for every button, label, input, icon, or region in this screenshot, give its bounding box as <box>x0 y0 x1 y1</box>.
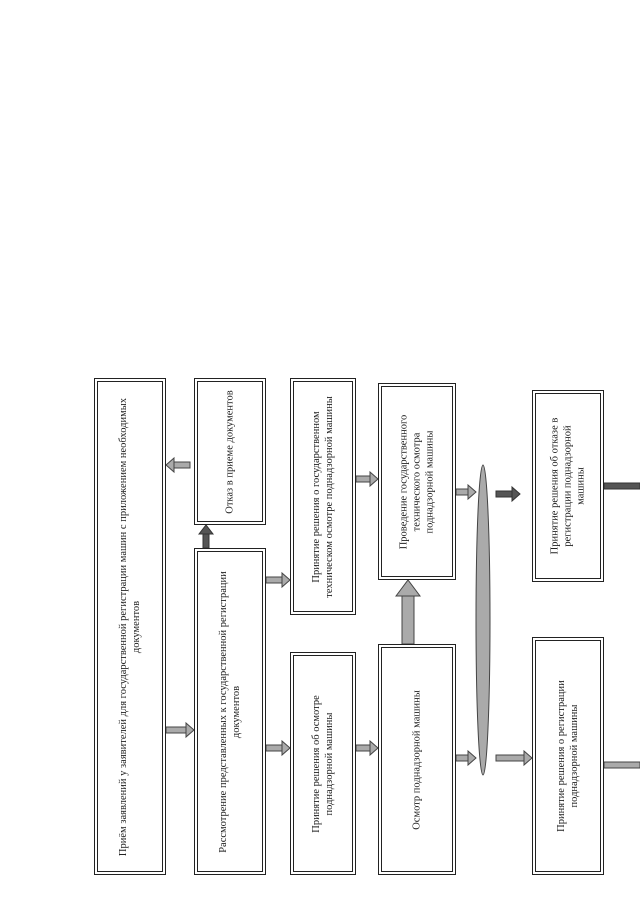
arrow-tech-inspection-to-merge <box>455 483 477 501</box>
arrow-review-to-refuse <box>197 524 215 549</box>
arrow-register-out <box>603 761 640 769</box>
arrow-inspection-to-tech-inspection <box>395 579 421 645</box>
box-decide-tech-inspection: Принятие решения о государственном техни… <box>290 378 356 615</box>
box-refuse-documents: Отказ в приеме документов <box>194 378 266 525</box>
box-submit-applications: Приём заявлений у заявителей для государ… <box>94 378 166 875</box>
arrow-refuse-to-submit <box>165 456 191 474</box>
arrow-inspection-to-merge <box>455 749 477 767</box>
arrow-merge-to-register <box>495 749 533 767</box>
box-inspection-text: Осмотр поднадзорной машины <box>411 689 423 830</box>
arrow-decide-inspection-to-inspection <box>355 739 379 757</box>
box-refuse-documents-text: Отказ в приеме документов <box>224 389 236 514</box>
box-decide-inspection: Принятие решения об осмотре поднадзорной… <box>290 652 356 875</box>
box-review-documents-text: Рассмотрение представленных к государств… <box>218 570 242 853</box>
box-decide-refuse-register: Принятие решения об отказе в регистрации… <box>532 390 604 582</box>
box-decide-inspection-text: Принятие решения об осмотре поднадзорной… <box>311 694 335 833</box>
box-decide-register: Принятие решения о регистрации поднадзор… <box>532 637 604 875</box>
merge-node <box>475 464 491 776</box>
arrow-refuse-register-out <box>603 482 640 490</box>
box-tech-inspection-text: Проведение государственного технического… <box>398 414 436 549</box>
arrow-submit-to-review <box>165 721 195 739</box>
box-decide-refuse-register-text: Принятие решения об отказе в регистрации… <box>549 417 587 555</box>
box-submit-applications-text: Приём заявлений у заявителей для государ… <box>118 397 142 856</box>
arrow-merge-to-refuse-register <box>495 485 521 503</box>
box-review-documents: Рассмотрение представленных к государств… <box>194 548 266 875</box>
arrow-review-to-decide-tech <box>265 571 291 589</box>
box-inspection: Осмотр поднадзорной машины <box>378 644 456 875</box>
box-decide-tech-inspection-text: Принятие решения о государственном техни… <box>311 395 335 598</box>
box-decide-register-text: Принятие решения о регистрации поднадзор… <box>556 680 580 832</box>
box-tech-inspection: Проведение государственного технического… <box>378 383 456 580</box>
arrow-review-to-decide-inspection <box>265 739 291 757</box>
arrow-decide-tech-to-tech-inspection <box>355 470 379 488</box>
